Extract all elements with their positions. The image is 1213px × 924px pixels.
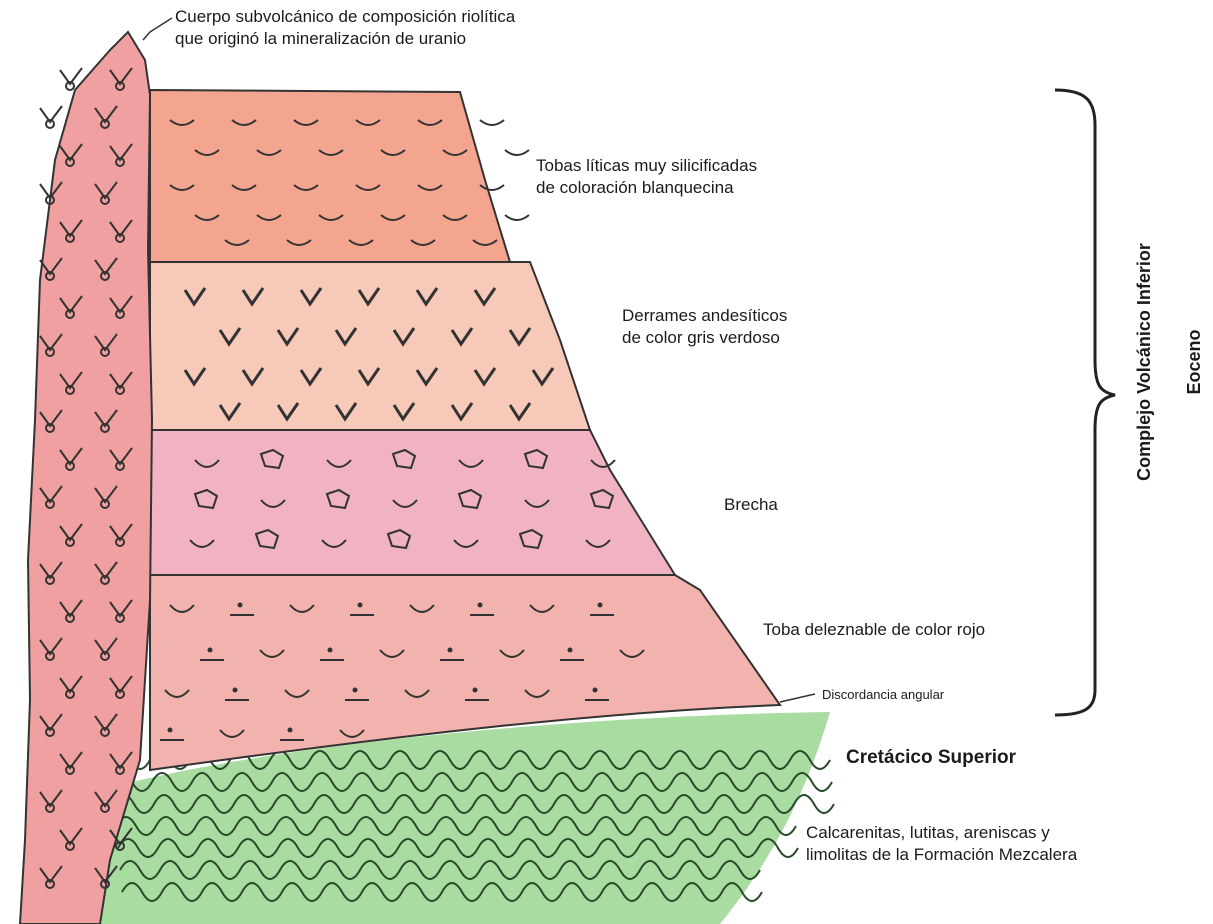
- roja-dot: [239, 604, 242, 607]
- subvolcanic-leader: [143, 18, 172, 40]
- discordancia-leader: [780, 694, 815, 702]
- roja-dot: [289, 729, 292, 732]
- tobas-liticas-label: Tobas líticas muy silicificadas de color…: [536, 155, 757, 199]
- tobas-liticas-layer: [150, 90, 510, 262]
- calcarenitas-label: Calcarenitas, lutitas, areniscas y limol…: [806, 822, 1077, 866]
- calcarenitas-line2: limolitas de la Formación Mezcalera: [806, 844, 1077, 866]
- eoceno-label: Eoceno: [1184, 312, 1208, 412]
- tobas-arc: [505, 150, 529, 155]
- cretacico-label: Cretácico Superior: [846, 747, 1016, 769]
- tobas-line2: de coloración blanquecina: [536, 177, 757, 199]
- roja-dot: [209, 649, 212, 652]
- roja-dot: [169, 729, 172, 732]
- derrames-line2: de color gris verdoso: [622, 327, 787, 349]
- roja-dot: [479, 604, 482, 607]
- derrames-layer: [150, 262, 590, 430]
- complejo-label: Complejo Volcánico Inferior: [1134, 232, 1158, 492]
- roja-dot: [354, 689, 357, 692]
- tobas-arc: [505, 215, 529, 220]
- roja-dot: [474, 689, 477, 692]
- roja-dot: [599, 604, 602, 607]
- derrames-label: Derrames andesíticos de color gris verdo…: [622, 305, 787, 349]
- tobas-line1: Tobas líticas muy silicificadas: [536, 155, 757, 177]
- roja-dot: [359, 604, 362, 607]
- derrames-line1: Derrames andesíticos: [622, 305, 787, 327]
- roja-dot: [329, 649, 332, 652]
- toba-roja-label: Toba deleznable de color rojo: [763, 619, 985, 641]
- tobas-arc: [480, 120, 504, 125]
- roja-dot: [449, 649, 452, 652]
- subvolcanic-line2: que originó la mineralización de uranio: [175, 28, 515, 50]
- subvolcanic-line1: Cuerpo subvolcánico de composición riolí…: [175, 6, 515, 28]
- roja-dot: [569, 649, 572, 652]
- calcarenitas-line1: Calcarenitas, lutitas, areniscas y: [806, 822, 1077, 844]
- roja-dot: [594, 689, 597, 692]
- roja-dot: [234, 689, 237, 692]
- brecha-label: Brecha: [724, 494, 778, 516]
- brecha-layer: [150, 430, 675, 575]
- discordancia-label: Discordancia angular: [822, 684, 944, 706]
- bracket: [1055, 90, 1115, 715]
- subvolcanic-label: Cuerpo subvolcánico de composición riolí…: [175, 6, 515, 50]
